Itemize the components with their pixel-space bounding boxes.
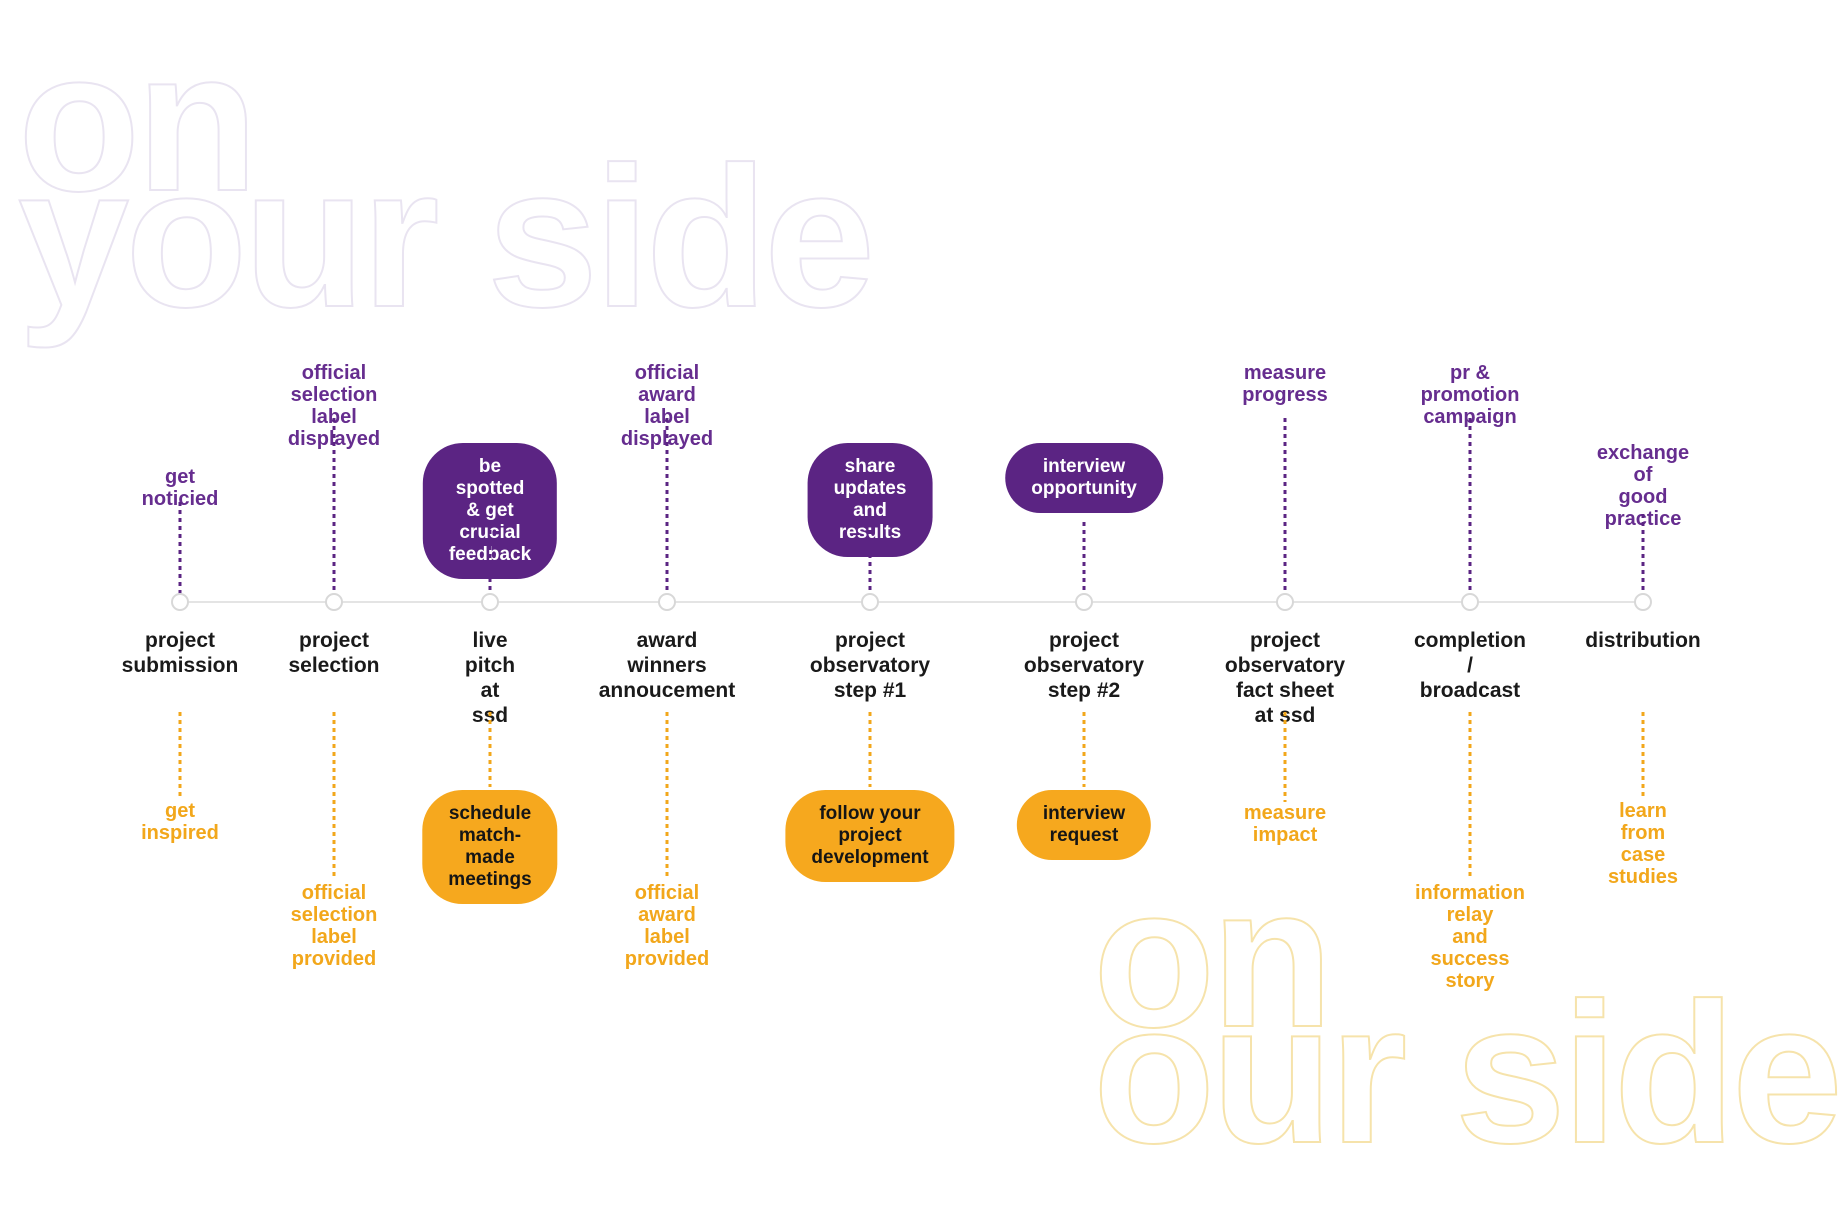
top-connector	[1468, 418, 1472, 594]
top-connector	[178, 502, 182, 594]
top-label: exchange of good practice	[1596, 442, 1690, 530]
timeline-dot	[1461, 593, 1479, 611]
bottom-pill: follow your project development	[785, 790, 955, 882]
top-pill: share updates and results	[807, 443, 933, 557]
bottom-connector	[332, 712, 336, 876]
timeline-dot	[1276, 593, 1294, 611]
bottom-connector	[868, 712, 872, 787]
bottom-label: information relay and success story	[1415, 882, 1525, 992]
bottom-connector	[1468, 712, 1472, 876]
top-label: measure progress	[1242, 362, 1328, 406]
timeline-dot	[658, 593, 676, 611]
node-label: project selection	[288, 629, 380, 677]
bottom-connector	[1082, 712, 1086, 787]
watermark-on-our-side: on our side	[1092, 846, 1844, 1185]
top-connector	[665, 418, 669, 594]
bottom-label: measure impact	[1243, 802, 1327, 846]
timeline-dot	[1634, 593, 1652, 611]
top-label: official selection label displayed	[288, 362, 380, 450]
timeline-line	[180, 601, 1643, 603]
node-label: project submission	[121, 629, 239, 677]
top-connector	[868, 522, 872, 594]
top-connector	[332, 418, 336, 594]
bottom-pill: schedule match- made meetings	[422, 790, 558, 904]
bottom-label: learn from case studies	[1607, 800, 1679, 888]
node-label: distribution	[1585, 629, 1701, 652]
bottom-label: official award label provided	[624, 882, 710, 970]
timeline-dot	[171, 593, 189, 611]
watermark-on-your-side: on your side	[17, 10, 876, 349]
top-label: pr & promotion campaign	[1420, 362, 1520, 428]
bottom-connector	[665, 712, 669, 876]
bottom-label: official selection label provided	[290, 882, 378, 970]
bottom-connector	[1641, 712, 1645, 798]
bottom-pill: interview request	[1016, 790, 1152, 860]
top-connector	[488, 522, 492, 594]
node-label: completion / broadcast	[1413, 629, 1527, 702]
timeline-dot	[861, 593, 879, 611]
top-pill: interview opportunity	[1005, 443, 1163, 513]
node-label: project observatory step #1	[809, 629, 931, 702]
timeline-dot	[325, 593, 343, 611]
bottom-connector	[1283, 712, 1287, 802]
top-connector	[1283, 418, 1287, 594]
node-label: award winners annoucement	[598, 629, 736, 702]
node-label: project observatory step #2	[1023, 629, 1145, 702]
timeline-dot	[481, 593, 499, 611]
bottom-connector	[178, 712, 182, 797]
top-connector	[1641, 514, 1645, 594]
top-label: get noticied	[141, 466, 219, 510]
bottom-connector	[488, 712, 492, 787]
node-label: live pitch at ssd	[464, 629, 516, 727]
top-connector	[1082, 522, 1086, 594]
bottom-label: get inspired	[141, 800, 219, 844]
node-label: project observatory fact sheet at ssd	[1224, 629, 1346, 727]
timeline-dot	[1075, 593, 1093, 611]
